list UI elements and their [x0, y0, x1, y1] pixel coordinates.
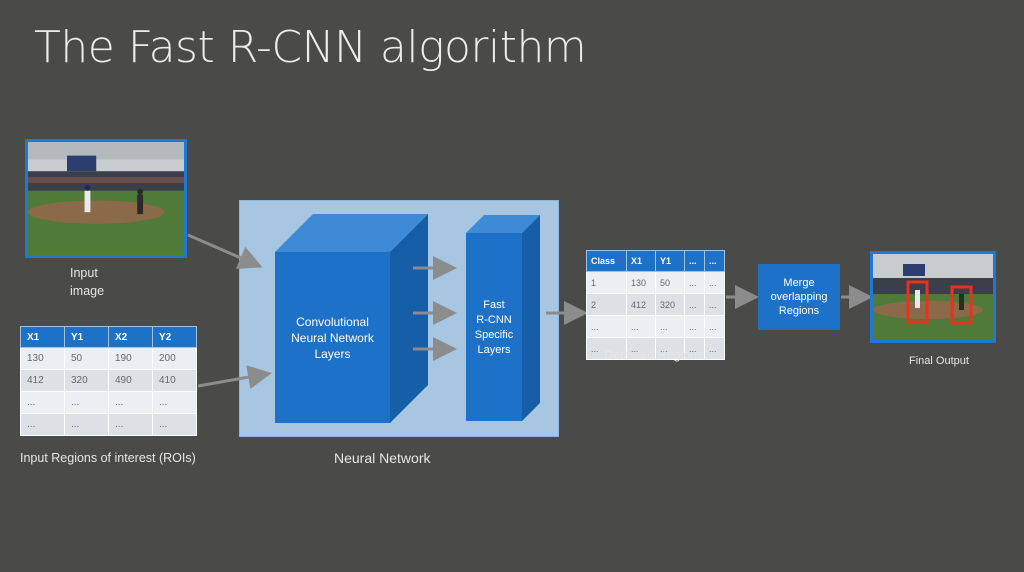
- roi-table-header: X1 Y1 X2 Y2: [20, 326, 197, 348]
- table-cell: 130: [20, 347, 65, 370]
- table-cell: 50: [64, 347, 109, 370]
- table-row: ... ... ... ... ...: [586, 337, 725, 360]
- table-row: 1 130 50 ... ...: [586, 271, 725, 294]
- table-cell: ...: [625, 315, 656, 338]
- table-cell: 410: [152, 369, 197, 392]
- table-cell: ...: [108, 413, 153, 436]
- conv-layers-label: Convolutional Neural Network Layers: [291, 315, 374, 361]
- table-cell: ...: [654, 315, 686, 338]
- roi-table-caption: Input Regions of interest (ROIs): [20, 451, 196, 465]
- table-cell: 320: [64, 369, 109, 392]
- table-cell: 490: [108, 369, 153, 392]
- table-row: 130 50 190 200: [20, 347, 197, 370]
- final-output-scene: [873, 254, 993, 340]
- table-cell: ...: [152, 391, 197, 414]
- final-output-image: [870, 251, 996, 343]
- detected-col-more-1: ...: [684, 250, 705, 272]
- input-image-caption: Input image: [70, 266, 105, 298]
- merge-regions-box: Merge overlapping Regions: [758, 264, 840, 330]
- table-cell: 2: [586, 293, 627, 316]
- table-cell: 50: [654, 271, 686, 294]
- table-cell: ...: [704, 293, 725, 316]
- table-cell: 412: [625, 293, 656, 316]
- table-cell: ...: [586, 337, 627, 360]
- table-cell: ...: [684, 337, 705, 360]
- roi-table: X1 Y1 X2 Y2 130 50 190 200 412 320 490 4…: [20, 326, 197, 436]
- table-cell: ...: [704, 337, 725, 360]
- table-cell: ...: [654, 337, 686, 360]
- fast-rcnn-specific-label: Fast R-CNN Specific Layers: [474, 299, 514, 356]
- table-cell: ...: [64, 391, 109, 414]
- table-cell: ...: [625, 337, 656, 360]
- detection-box-batter: [906, 280, 929, 324]
- table-cell: ...: [684, 293, 705, 316]
- table-cell: ...: [20, 413, 65, 436]
- detection-box-umpire: [950, 285, 973, 325]
- table-cell: ...: [64, 413, 109, 436]
- baseball-field-image: [28, 142, 184, 255]
- roi-col-y1: Y1: [64, 326, 109, 348]
- table-cell: ...: [586, 315, 627, 338]
- table-cell: ...: [704, 315, 725, 338]
- table-cell: ...: [684, 315, 705, 338]
- table-row: 2 412 320 ... ...: [586, 293, 725, 316]
- table-cell: 412: [20, 369, 65, 392]
- table-cell: 1: [586, 271, 627, 294]
- table-row: ... ... ... ...: [20, 413, 197, 436]
- table-row: 412 320 490 410: [20, 369, 197, 392]
- table-cell: 320: [654, 293, 686, 316]
- detected-col-y1: Y1: [654, 250, 686, 272]
- detected-col-x1: X1: [625, 250, 656, 272]
- detected-regions-table: Class X1 Y1 ... ... 1 130 50 ... ... 2 4…: [586, 250, 725, 360]
- detected-col-class: Class: [586, 250, 627, 272]
- roi-col-x2: X2: [108, 326, 153, 348]
- table-cell: 190: [108, 347, 153, 370]
- table-cell: ...: [20, 391, 65, 414]
- table-cell: ...: [684, 271, 705, 294]
- neural-network-caption: Neural Network: [334, 450, 431, 466]
- table-row: ... ... ... ...: [20, 391, 197, 414]
- table-cell: ...: [152, 413, 197, 436]
- slide-title: The Fast R-CNN algorithm: [34, 22, 587, 73]
- detected-col-more-2: ...: [704, 250, 725, 272]
- table-cell: ...: [108, 391, 153, 414]
- roi-col-y2: Y2: [152, 326, 197, 348]
- table-cell: 200: [152, 347, 197, 370]
- table-cell: 130: [625, 271, 656, 294]
- table-row: ... ... ... ... ...: [586, 315, 725, 338]
- detected-table-header: Class X1 Y1 ... ...: [586, 250, 725, 272]
- roi-col-x1: X1: [20, 326, 65, 348]
- detected-regions-caption: Detected Regions: [604, 348, 704, 362]
- final-output-caption: Final Output: [909, 355, 969, 367]
- table-cell: ...: [704, 271, 725, 294]
- input-image: [25, 139, 187, 258]
